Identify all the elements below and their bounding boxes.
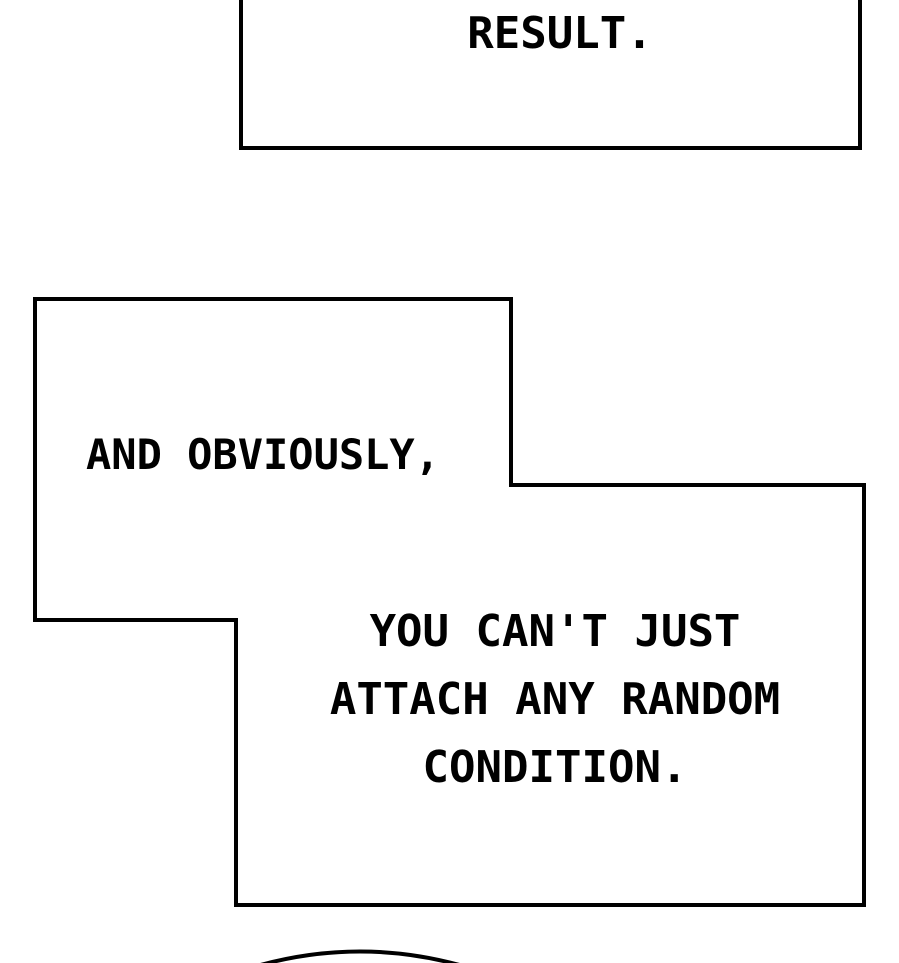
caption-and-obviously: AND OBVIOUSLY,: [86, 430, 441, 479]
caption-line-1: YOU CAN'T JUST: [369, 606, 741, 657]
caption-line-3: CONDITION.: [422, 742, 688, 793]
speech-bubble-edge: [260, 949, 460, 963]
caption-line-2: ATTACH ANY RANDOM: [329, 674, 781, 725]
narration-box-top: [239, 0, 862, 150]
caption-result: RESULT.: [467, 8, 653, 59]
narration-box-stepped: [33, 297, 866, 907]
caption-random-condition: YOU CAN'T JUST ATTACH ANY RANDOM CONDITI…: [320, 598, 790, 802]
